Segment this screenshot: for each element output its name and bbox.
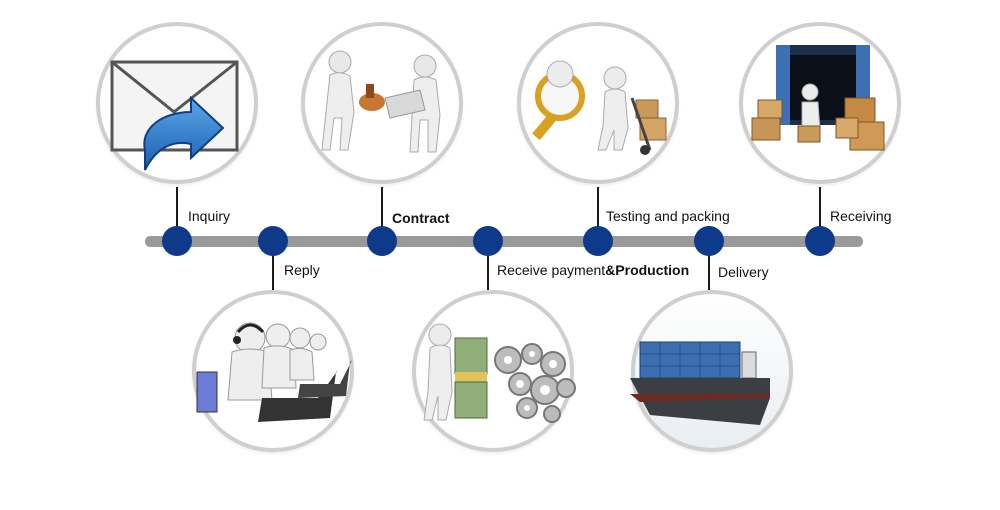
step-label-production: &Production [605, 262, 690, 278]
step-label-inquiry: Inquiry [188, 208, 231, 224]
step-inquiry-image [94, 22, 260, 188]
node-testing-packing [583, 226, 613, 256]
node-contract [367, 226, 397, 256]
timeline-bar [145, 236, 863, 247]
step-receiving-image [737, 22, 903, 188]
node-reply [258, 226, 288, 256]
step-contract-image [299, 22, 465, 188]
connector-lines [176, 187, 821, 290]
node-receiving [805, 226, 835, 256]
step-label-receiving: Receiving [830, 208, 892, 224]
timeline-nodes [162, 226, 835, 256]
money-gears-icon [423, 323, 576, 423]
envelope-reply-icon [110, 60, 239, 171]
step-label-reply: Reply [284, 262, 320, 278]
container-boxes-icon [751, 45, 885, 151]
call-center-agents-icon [196, 322, 352, 422]
step-delivery-image [629, 290, 795, 456]
container-ship-icon [630, 341, 770, 425]
step-label-payment-production: Receive payment&Production [497, 262, 689, 278]
step-reply-image [190, 290, 356, 456]
magnifier-inspection-icon [532, 60, 667, 155]
node-inquiry [162, 226, 192, 256]
step-label-payment: Receive payment [497, 262, 606, 278]
step-label-testing-packing: Testing and packing [606, 208, 730, 224]
step-testing-image [515, 22, 681, 188]
step-payment-production-image [410, 290, 576, 456]
step-label-contract: Contract [392, 210, 450, 226]
step-label-delivery: Delivery [718, 264, 769, 280]
node-delivery [694, 226, 724, 256]
contract-handshake-icon [321, 50, 441, 153]
node-payment-production [473, 226, 503, 256]
